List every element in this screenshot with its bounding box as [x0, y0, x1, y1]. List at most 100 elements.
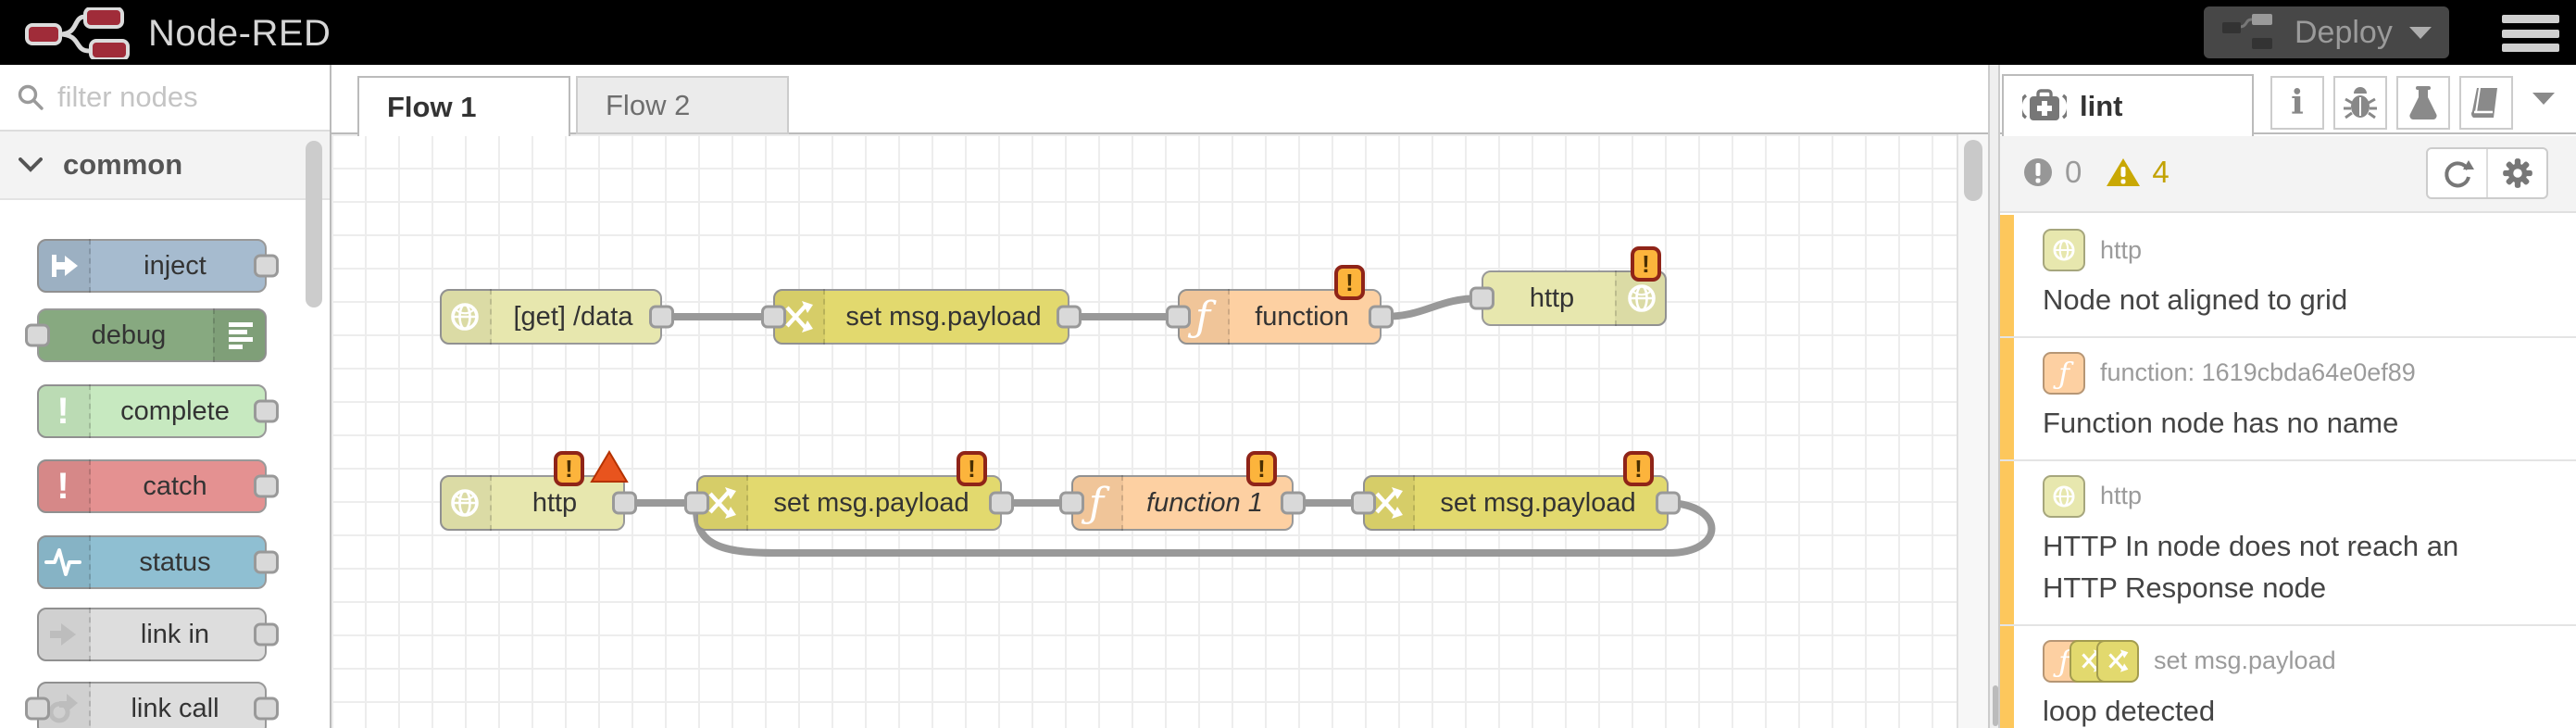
output-port[interactable]	[254, 399, 279, 423]
lint-issue[interactable]: ƒ	[2000, 625, 2576, 728]
output-port[interactable]	[1281, 491, 1306, 515]
lint-issue[interactable]: http Node not aligned to grid	[2000, 215, 2576, 338]
palette-category-common[interactable]: common	[0, 132, 330, 200]
deploy-nodes-icon	[2222, 14, 2272, 49]
output-port[interactable]	[254, 697, 279, 721]
inject-icon	[37, 239, 91, 293]
flow-node-http-response[interactable]: http !	[1469, 246, 1667, 326]
output-port[interactable]	[254, 550, 279, 574]
canvas-scrollbar-thumb[interactable]	[1964, 140, 1982, 201]
palette-filter-row	[0, 65, 330, 132]
exclamation-icon: !	[37, 459, 91, 513]
input-port[interactable]	[1059, 491, 1084, 515]
brand: Node-RED	[24, 7, 331, 59]
flow-node-change-1[interactable]: set msg.payload	[761, 289, 1082, 345]
issue-message: HTTP In node does not reach an HTTP Resp…	[2043, 529, 2459, 604]
output-port[interactable]	[254, 254, 279, 278]
wire-loop[interactable]	[693, 499, 1716, 557]
input-port[interactable]	[1166, 305, 1191, 329]
debug-icon	[213, 308, 267, 362]
palette-node-label: debug	[91, 320, 167, 350]
warning-badge: !	[957, 451, 987, 486]
output-port[interactable]	[1656, 491, 1681, 515]
tab-flow-2[interactable]: Flow 2	[576, 76, 789, 134]
issue-node-name: http	[2100, 235, 2143, 264]
output-port[interactable]	[254, 622, 279, 646]
flow-node-http-in-get-data[interactable]: [get] /data	[440, 289, 674, 345]
lint-refresh-button[interactable]	[2428, 149, 2486, 197]
palette-node-inject[interactable]: inject	[37, 239, 279, 293]
flow-node-change-3[interactable]: set msg.payload !	[1351, 451, 1681, 531]
sidebar-tab-debug-button[interactable]	[2333, 76, 2387, 130]
output-port[interactable]	[989, 491, 1014, 515]
palette-node-debug[interactable]: debug	[25, 308, 267, 362]
wire[interactable]	[1378, 295, 1485, 320]
hamburger-icon	[2502, 15, 2559, 23]
error-triangle-icon	[590, 450, 629, 483]
issue-node-name: function: 1619cbda64e0ef89	[2100, 358, 2416, 387]
warning-stripe	[2000, 337, 2014, 459]
warning-badge: !	[1246, 451, 1277, 486]
palette-node-label: link in	[140, 619, 210, 649]
flow-node-change-2[interactable]: set msg.payload !	[684, 451, 1014, 531]
flow-canvas[interactable]: [get] /data set msg.payload ƒ function	[331, 134, 1988, 728]
node-label: function	[1255, 301, 1349, 332]
issue-node-name: set msg.payload	[2154, 646, 2336, 675]
deploy-caret-icon[interactable]	[2408, 25, 2432, 40]
sidebar-tab-tests-button[interactable]	[2396, 76, 2450, 130]
input-port[interactable]	[1351, 491, 1376, 515]
filter-nodes-input[interactable]	[56, 80, 287, 115]
input-port[interactable]	[25, 323, 50, 347]
sidebar: lint i	[2000, 65, 2576, 728]
main-menu-button[interactable]	[2502, 15, 2559, 52]
deploy-button[interactable]: Deploy	[2204, 6, 2449, 58]
sidebar-resize-gutter[interactable]	[1988, 65, 2000, 728]
node-label: http	[531, 487, 578, 518]
sidebar-tab-docs-button[interactable]	[2459, 76, 2513, 130]
deploy-label: Deploy	[2295, 14, 2393, 50]
output-port[interactable]	[649, 305, 674, 329]
lint-counts: 0 4	[2022, 155, 2170, 190]
header: Node-RED Deploy	[0, 0, 2576, 65]
input-port[interactable]	[684, 491, 709, 515]
flow-node-http-in-2[interactable]: http !	[440, 450, 637, 531]
palette-node-status[interactable]: status	[37, 535, 279, 589]
lint-settings-button[interactable]	[2486, 149, 2546, 197]
sidebar-menu-caret-icon[interactable]	[2531, 91, 2557, 107]
node-label: http	[1529, 282, 1575, 313]
output-port[interactable]	[1369, 305, 1394, 329]
palette-node-label: link call	[131, 693, 219, 723]
output-port[interactable]	[1057, 305, 1082, 329]
lint-actions	[2426, 147, 2548, 199]
palette-node-complete[interactable]: ! complete	[37, 384, 279, 438]
sidebar-tab-label: lint	[2080, 89, 2123, 122]
warning-badge: !	[1334, 265, 1365, 300]
refresh-icon	[2444, 160, 2474, 188]
bug-icon	[2344, 87, 2377, 119]
flow-node-function-1[interactable]: ƒ function 1 !	[1059, 451, 1306, 531]
gutter-scroll-thumb[interactable]	[1993, 685, 1998, 726]
palette-scrollbar[interactable]	[306, 141, 322, 308]
canvas-scrollbar[interactable]	[1957, 134, 1988, 728]
lint-toolbar: 0 4	[2000, 136, 2576, 213]
chevron-down-icon	[19, 157, 43, 172]
sidebar-tab-lint[interactable]: lint	[2002, 74, 2254, 136]
output-port[interactable]	[254, 474, 279, 498]
node-label: function 1	[1146, 487, 1263, 518]
tab-flow-1[interactable]: Flow 1	[357, 76, 570, 136]
http-node-icon	[2043, 229, 2085, 271]
pulse-icon	[37, 535, 91, 589]
lint-issue[interactable]: ƒ function: 1619cbda64e0ef89 Function no…	[2000, 337, 2576, 461]
palette-node-link-in[interactable]: link in	[37, 608, 279, 661]
input-port[interactable]	[761, 305, 786, 329]
input-port[interactable]	[1469, 286, 1494, 310]
lint-issue[interactable]: http HTTP In node does not reach an HTTP…	[2000, 460, 2576, 626]
flow-node-function[interactable]: ƒ function !	[1166, 265, 1394, 345]
palette-node-catch[interactable]: ! catch	[37, 459, 279, 513]
change-node-icon	[2096, 639, 2139, 683]
sidebar-tab-info-button[interactable]: i	[2270, 76, 2324, 130]
input-port[interactable]	[25, 697, 50, 721]
palette-node-link-call[interactable]: link call	[25, 682, 279, 728]
output-port[interactable]	[612, 491, 637, 515]
error-count: 0	[2065, 155, 2082, 189]
